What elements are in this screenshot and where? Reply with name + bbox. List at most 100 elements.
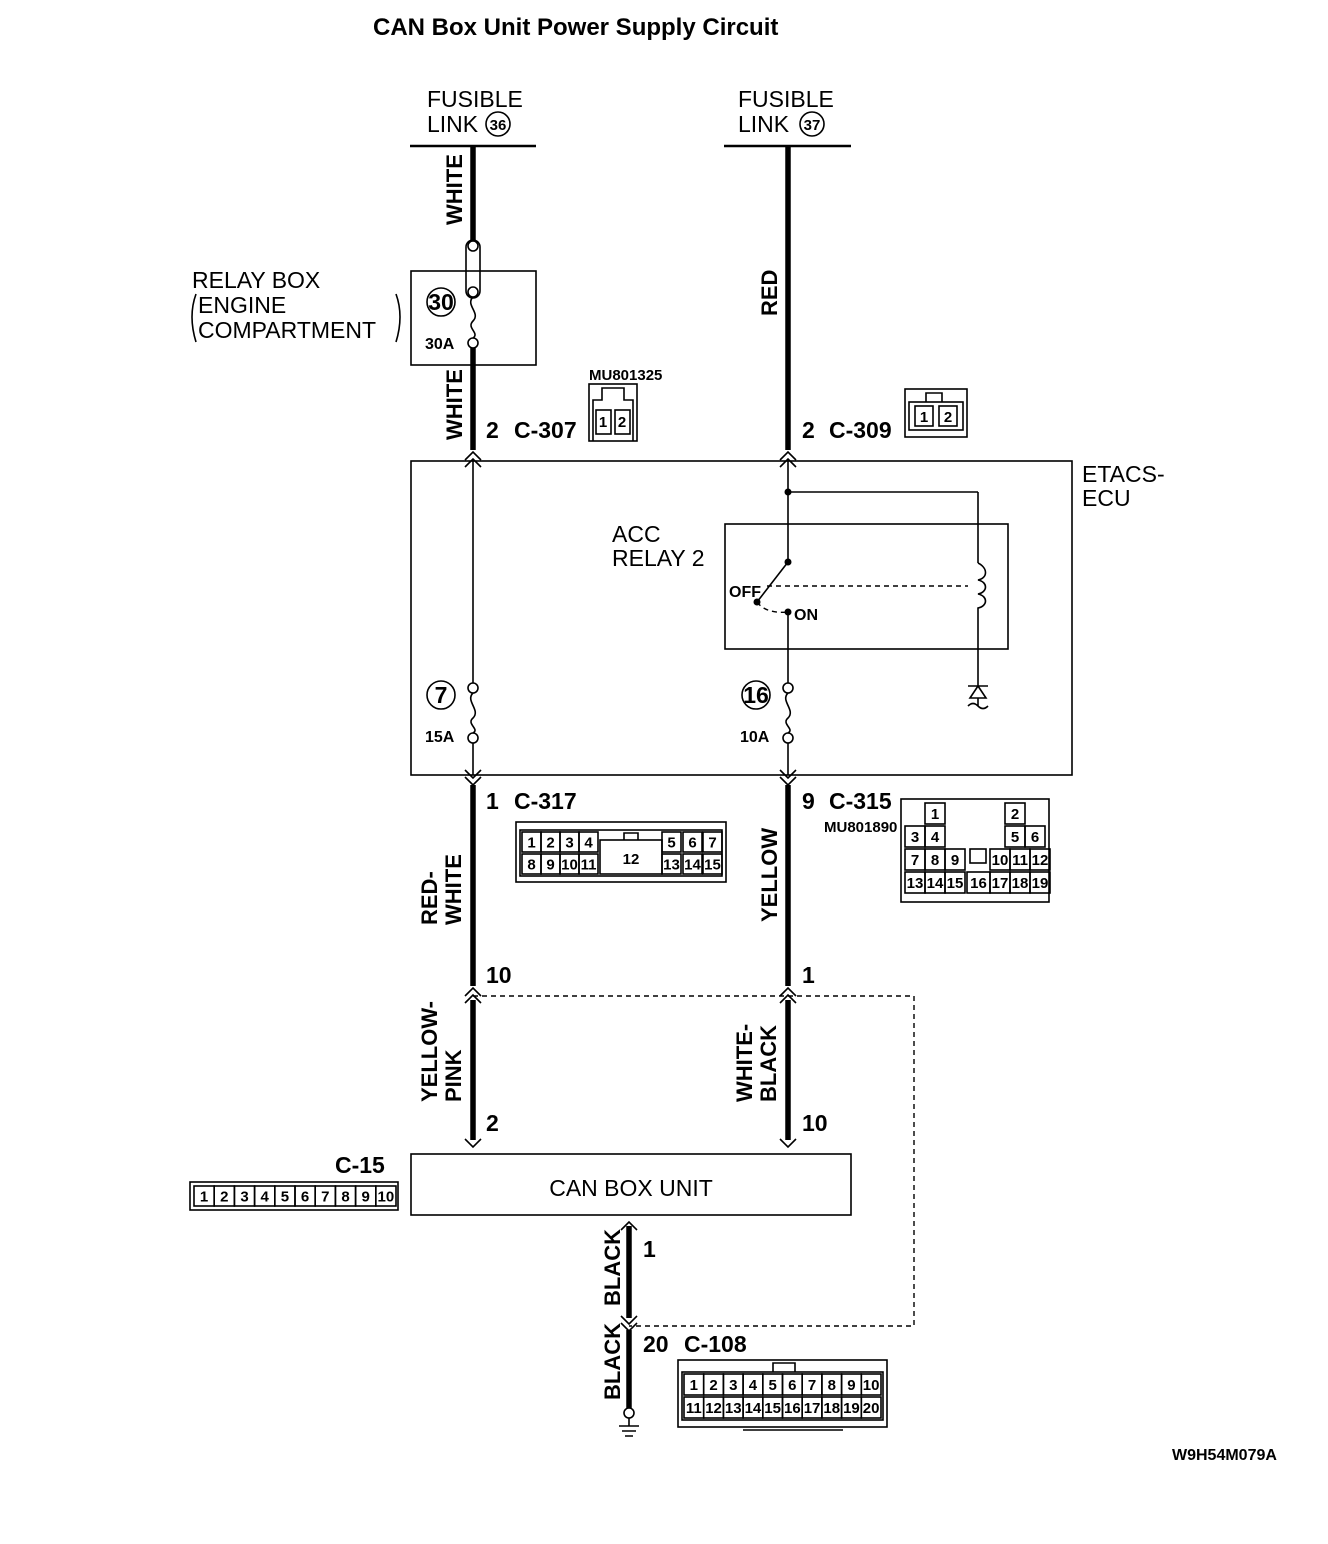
fusible-link-37: FUSIBLE LINK 37 (724, 86, 851, 148)
c315-pin-15-label: 15 (947, 875, 964, 892)
c15-pin-1-label: 1 (200, 1189, 208, 1206)
c108-pin-20-cell (860, 1396, 882, 1419)
c307-body (592, 387, 634, 441)
acc-relay-frame (724, 523, 1009, 650)
c315-pin-9-cell (944, 848, 966, 871)
c315-pin-19-cell (1029, 871, 1051, 894)
relay-box-fuse-rating: 30A (425, 336, 455, 353)
fuse7-top (467, 682, 479, 694)
c309-cell-2 (938, 405, 958, 427)
c315-pin-6-label: 6 (1031, 829, 1039, 846)
c315-pin-19-label: 19 (1032, 875, 1049, 892)
diagram-title: CAN Box Unit Power Supply Circuit (373, 14, 778, 41)
relay-on-label: ON (794, 607, 818, 624)
fusible-link-36-circle (485, 111, 511, 137)
ground-icon (619, 1418, 639, 1437)
c317-pin-1-label: 1 (527, 835, 535, 852)
wire-label-black-1: BLACK (600, 1229, 625, 1306)
c307-chevron (464, 450, 482, 468)
can-box-unit-frame (410, 1153, 852, 1216)
relay-switch-arm (756, 561, 789, 603)
c315-pin-4-label: 4 (931, 829, 940, 846)
fusible-link-36: FUSIBLE LINK 36 (410, 86, 536, 148)
c315-latch (969, 848, 987, 864)
c315-part: MU801890 (824, 819, 897, 836)
c309-pin: 2 (802, 417, 815, 443)
c108-pin-4-label: 4 (749, 1377, 758, 1394)
acc-relay-label1: ACC (612, 521, 661, 547)
fusible-link-36-label: FUSIBLE (427, 86, 523, 112)
relay-control-diode (968, 684, 988, 699)
pin-left-10: 10 (486, 962, 512, 988)
c108-pin-3-label: 3 (729, 1377, 737, 1394)
etacs-ecu: ETACS- ECU 7 15A ACC RELAY 2 OFF ON (410, 460, 1165, 776)
c108-pin-10-cell (860, 1373, 882, 1396)
c15-name: C-15 (335, 1152, 385, 1178)
junction-right-chevron (779, 986, 797, 1004)
shield-dashed-boundary (473, 995, 915, 1327)
c317-center-cell (599, 839, 663, 875)
can-box-unit: CAN BOX UNIT (410, 1153, 852, 1216)
c108-pin-6-label: 6 (788, 1377, 796, 1394)
c315-pin-12-cell (1029, 848, 1051, 871)
wire-label-white-top: WHITE (442, 154, 467, 225)
pin-left-2: 2 (486, 1110, 499, 1136)
c307-cell-1 (595, 409, 612, 435)
c309-chevron (779, 450, 797, 468)
acc-relay-label2: RELAY 2 (612, 545, 704, 571)
wire-label-white-black-2: BLACK (756, 1025, 781, 1102)
wire-label-yellow-pink-2: PINK (441, 1049, 466, 1102)
pin-right-10: 10 (802, 1110, 828, 1136)
fusible-link-36-number: 36 (490, 117, 507, 134)
etacs-ecu-label1: ETACS- (1082, 461, 1165, 487)
c315-pin-14-label: 14 (927, 875, 944, 892)
c309-pin-1: 1 (920, 409, 928, 426)
c315-outline (900, 798, 1050, 903)
relay-box-label2: ENGINE (198, 292, 286, 318)
wire-label-yellow-pink-1: YELLOW- (417, 1001, 442, 1102)
fuse7-rating: 15A (425, 729, 455, 746)
c317-pin-3-label: 3 (565, 835, 573, 852)
c315-pin-10-label: 10 (992, 852, 1009, 869)
c315-pin: 9 (802, 788, 815, 814)
c307-pin-2: 2 (618, 414, 626, 431)
fuse16-number: 16 (743, 682, 769, 708)
relay-box-fuse-number: 30 (428, 289, 454, 315)
c317-pin-4-cell (578, 831, 599, 853)
c315-pin-1-label: 1 (931, 806, 939, 823)
c307-outline (588, 383, 638, 442)
connector-c309: 2 C-309 1 2 (802, 388, 968, 443)
relay-box-label3: COMPARTMENT (198, 317, 376, 343)
c315-pin-2-label: 2 (1011, 806, 1019, 823)
fuse7-circle (426, 680, 456, 710)
c317-pin-2-label: 2 (546, 835, 554, 852)
c317-pin-15-label: 15 (704, 857, 721, 874)
fusible-link-36-label2: LINK (427, 111, 479, 137)
c15-pin-3-label: 3 (240, 1189, 248, 1206)
relay-box-label1: RELAY BOX (192, 267, 320, 293)
relay-box-fuse-circle (426, 287, 456, 317)
c317-name: C-317 (514, 788, 577, 814)
relay-box: RELAY BOX ENGINE COMPARTMENT 30 30A (191, 239, 537, 366)
ground-top-chevron (620, 1220, 638, 1231)
c317-pin-8-label: 8 (527, 857, 535, 874)
c108-pin-11-label: 11 (686, 1400, 702, 1417)
c108-pin-16-label: 16 (784, 1400, 801, 1417)
c317-pin-6-label: 6 (688, 835, 696, 852)
c307-part: MU801325 (589, 367, 662, 384)
c108-outline (677, 1359, 888, 1428)
fusible-link-37-number: 37 (804, 117, 821, 134)
c315-name: C-315 (829, 788, 892, 814)
fuse7-bottom (467, 732, 479, 744)
c317-pin-11-label: 11 (581, 857, 597, 874)
relay-box-paren-left (191, 293, 197, 343)
connector-c307: 2 C-307 MU801325 1 2 (486, 367, 662, 443)
fuse16-circle (741, 680, 771, 710)
etacs-ecu-frame (410, 460, 1073, 776)
fusible-link-37-label2: LINK (738, 111, 790, 137)
c108-pin: 20 (643, 1331, 669, 1357)
